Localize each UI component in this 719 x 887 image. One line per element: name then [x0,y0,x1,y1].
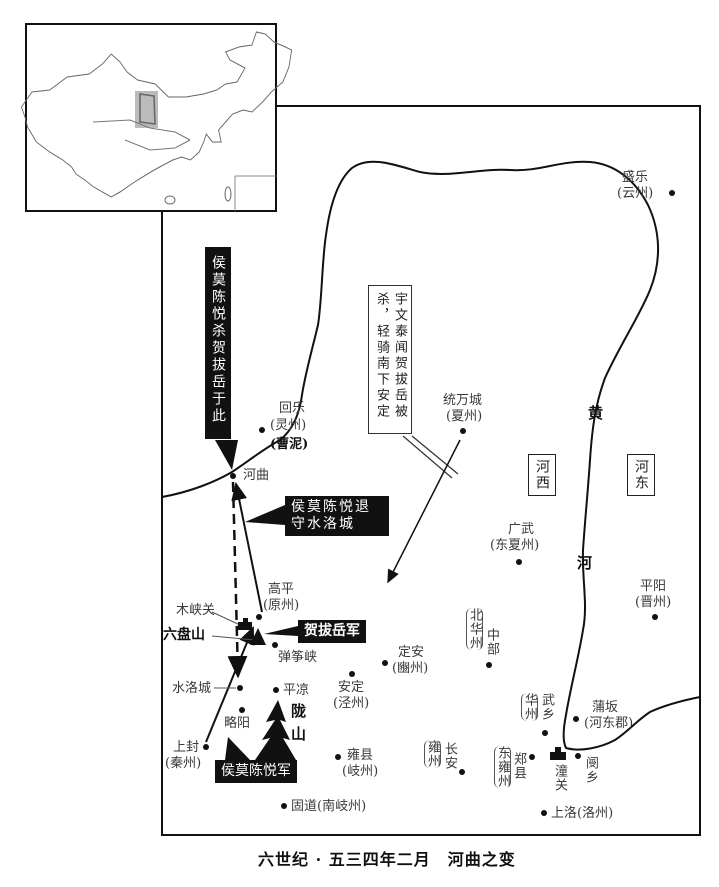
label-zhongbu: 中部 [484,628,499,656]
label-shengle: 盛乐 [622,170,649,185]
label-shangluo: 上洛(洛州) [551,806,614,821]
label-qizhou: (岐州) [342,764,379,779]
label-yongxian: 雍县 [347,748,374,763]
label-jinzhou: (晋州) [635,595,672,610]
label-dingan: 定安 [398,645,425,660]
label-lueyang: 略阳 [224,716,251,731]
arrow-houmo-retreat [227,481,248,679]
label-lingzhou: (灵州) [270,418,307,433]
label-liupanshan: 六盘山 [163,627,205,643]
label-binzhou: (豳州) [392,661,429,676]
label-longshan: 陇山 [289,703,307,749]
label-yuanzhou: (原州) [263,598,300,613]
label-xiazhou: (夏州) [446,409,483,424]
mountain-icon [250,628,266,645]
callout-heba-army: 贺拔岳军 [298,620,366,643]
label-caoni: (曹泥) [270,437,309,452]
label-tongguan: 潼关 [552,764,567,792]
pointer-retreat [245,505,285,525]
pointer-yuwen [402,435,459,479]
label-wuxiang: 武乡 [539,693,554,721]
main-frame [161,105,701,836]
label-hedongjun: (河东郡) [584,716,634,731]
label-changan: 长安 [442,742,457,770]
pointer-houmo [225,737,250,760]
pointer-killed [215,440,238,470]
label-shangfeng: 上封 [173,740,200,755]
label-hequ: 河曲 [243,468,270,483]
label-river-huang: 黄 [588,404,604,422]
label-qinzhou: (秦州) [165,756,202,771]
label-tongwancheng: 统万城 [443,393,483,408]
label-yunzhou: (云州) [617,186,654,201]
label-muxiaguan: 木峡关 [176,603,216,618]
pointer-heba [264,626,298,636]
label-pingyang: 平阳 [640,579,667,594]
mountains-icon [255,700,296,760]
label-huazhou: 华州 [521,693,538,721]
label-gudao: 固道(南岐州) [291,799,367,814]
label-tanzhengxia: 弹筝峡 [278,650,318,665]
label-huile: 回乐 [279,401,306,416]
label-zhengxian: 郑县 [511,752,526,780]
label-dongyongzhou: 东雍州 [494,746,511,788]
label-yongzhou: 雍州 [424,740,441,768]
label-gaoping: 高平 [268,582,295,597]
label-wenxiang: 阌乡 [583,756,598,784]
callout-yuwen: 宇文泰闻贺拔岳被杀，轻骑南下安定 [368,285,412,434]
yellow-river [161,160,701,751]
label-pingliang: 平凉 [283,683,310,698]
label-puban: 蒲坂 [592,700,619,715]
label-jingzhou: (泾州) [333,696,370,711]
label-beihuazhou: 北华州 [466,608,483,650]
arrow-yuwen [387,439,461,584]
label-dongxiazhou: (东夏州) [490,538,540,553]
leader-muxiaguan [211,611,241,626]
fortress-icon [238,618,252,630]
callout-houmo-army: 侯莫陈悦军 [215,760,297,783]
label-guangwu: 广武 [508,522,535,537]
label-shuiluocheng: 水洛城 [172,681,212,696]
arrow-heba-to-hequ [231,482,263,613]
region-hedong: 河东 [627,454,655,496]
callout-killed-here: 侯莫陈悦杀贺拔岳于此 [205,247,231,439]
map-caption: 六世纪 · 五三四年二月 河曲之变 [258,850,516,869]
city-dots [203,190,675,816]
inset-china-map [20,23,293,212]
region-hexi: 河西 [528,454,556,496]
fortress-icon [550,747,566,760]
arrow-houmo-advance [205,626,255,743]
callout-retreat: 侯莫陈悦退守水洛城 [285,496,389,536]
label-river-he: 河 [577,554,593,572]
label-anding: 安定 [338,680,365,695]
leader-liupanshan [211,635,256,641]
